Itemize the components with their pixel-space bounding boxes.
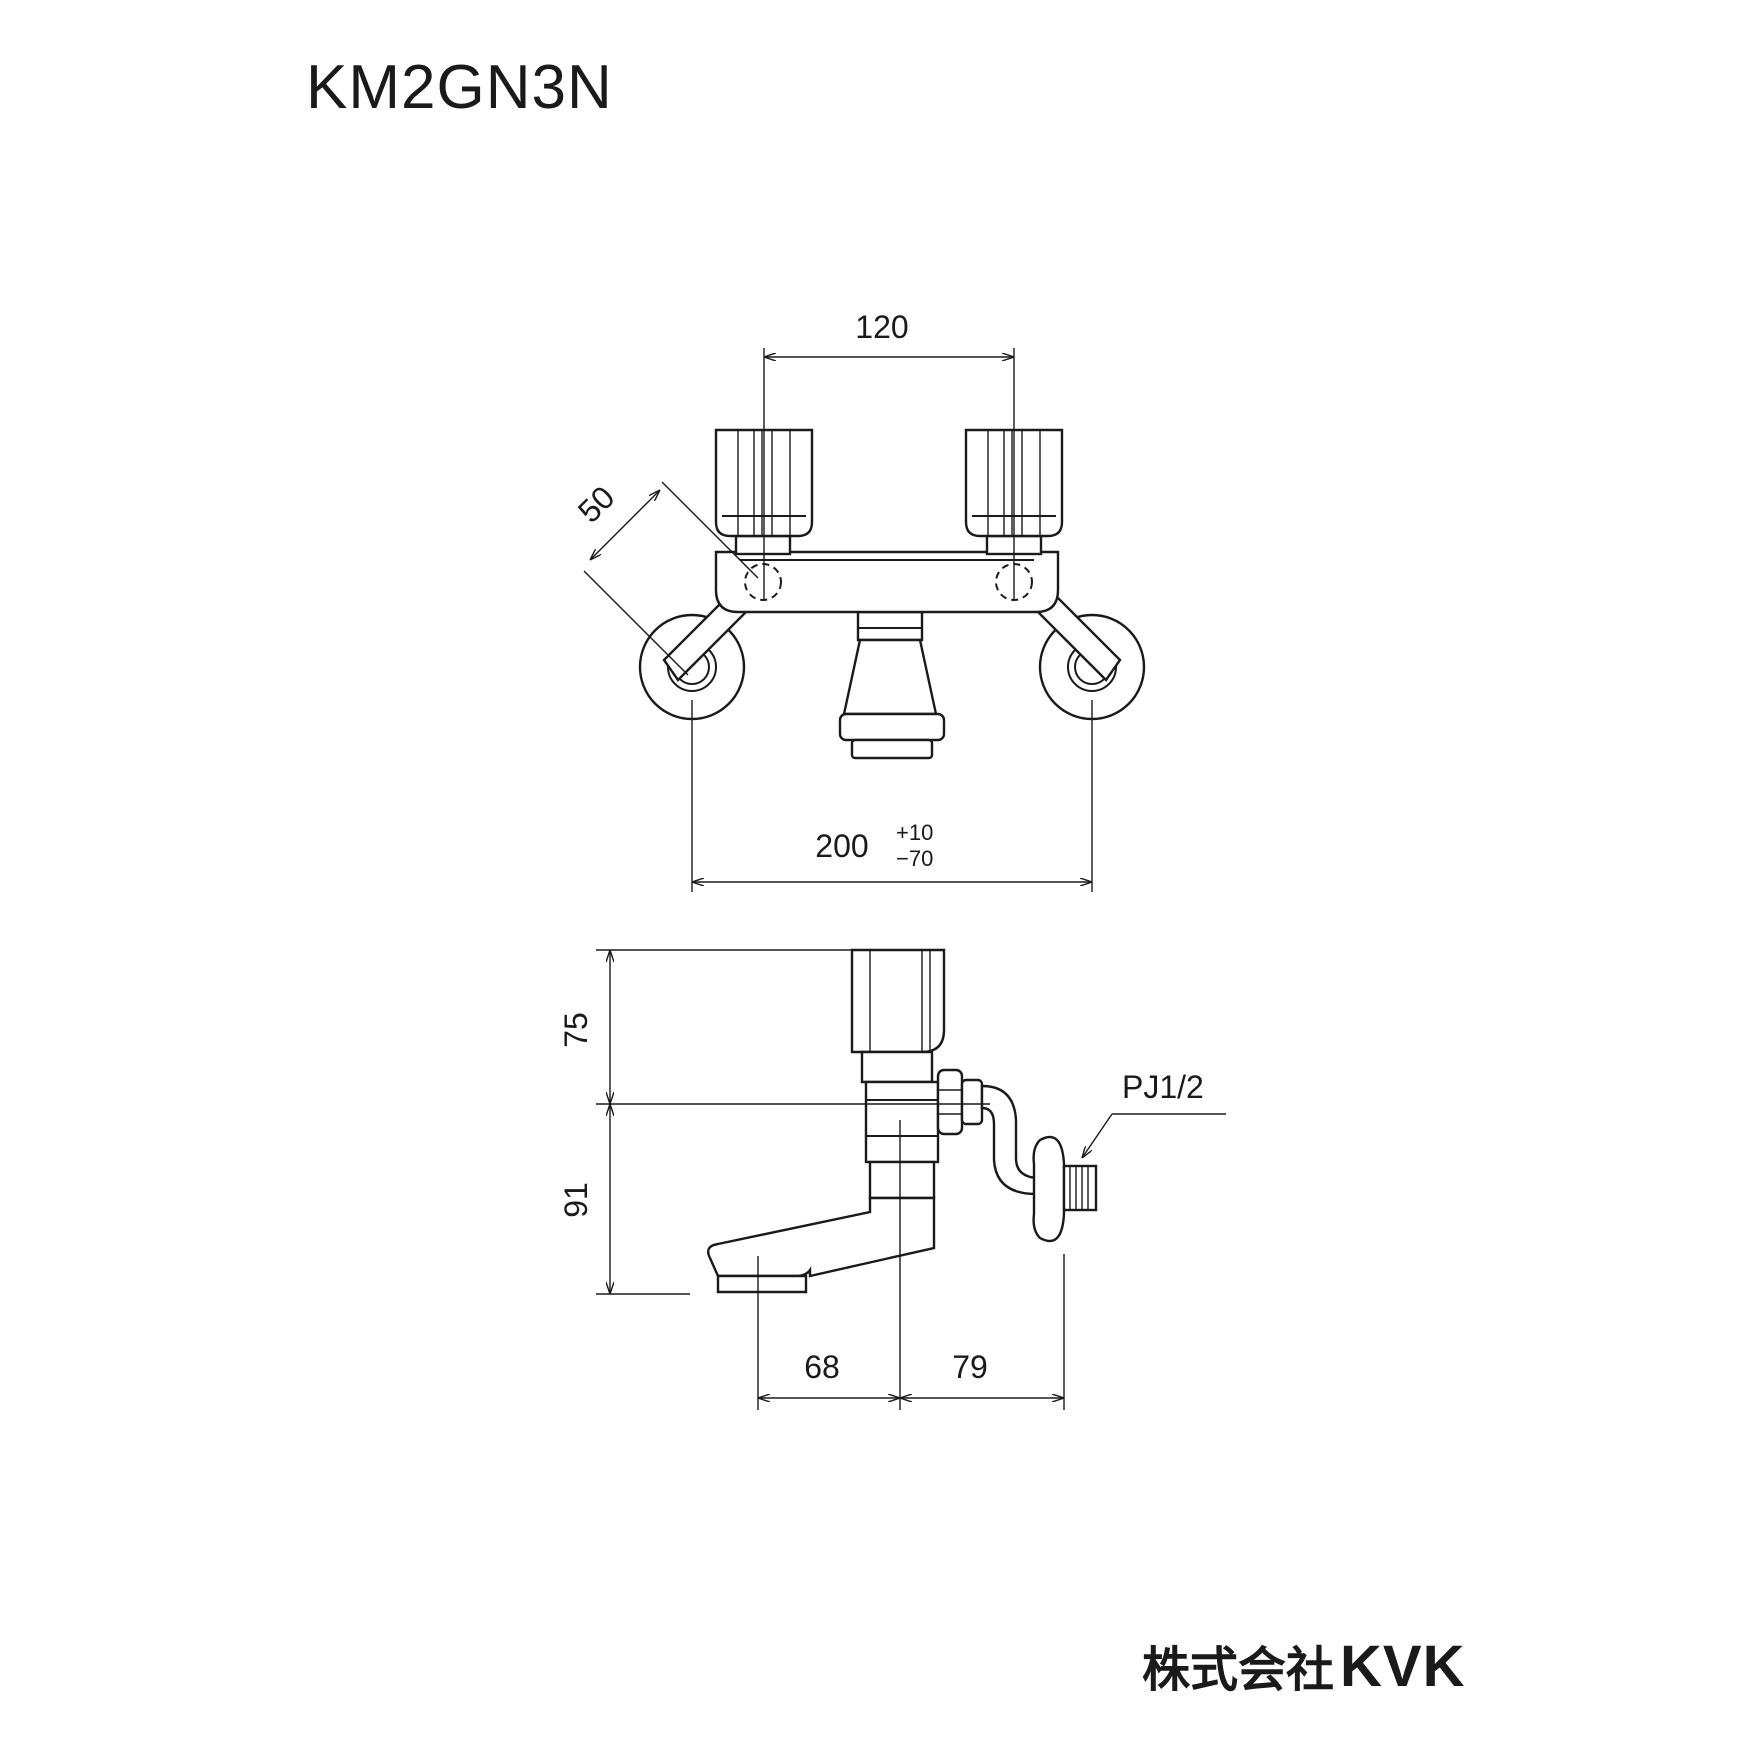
dimension-200: 200 +10 −70 [691, 700, 1093, 892]
side-handle [850, 948, 946, 1084]
dim-120-label: 120 [855, 309, 908, 345]
side-spout-tip [716, 1274, 808, 1294]
dim-79-label: 79 [952, 1349, 988, 1385]
front-spout [838, 610, 946, 760]
model-title: KM2GN3N [306, 53, 613, 122]
dimension-68-79: 68 79 [757, 1120, 1065, 1410]
dimension-75: 75 [558, 950, 610, 1104]
dim-200-tol-plus: +10 [896, 820, 933, 845]
dim-200-label: 200 [815, 828, 868, 864]
side-union-nut [936, 1068, 984, 1136]
company-name-jp: 株式会社 [1142, 1644, 1335, 1697]
dimension-91: 91 [558, 1104, 610, 1294]
side-valve-body [864, 1080, 940, 1200]
dim-200-tol-minus: −70 [896, 846, 933, 871]
dim-75-label: 75 [558, 1012, 594, 1048]
pj-callout: PJ1/2 [1082, 1069, 1226, 1158]
front-view: 120 50 200 +10 −70 [571, 309, 1146, 892]
left-hidden-inlet [744, 563, 782, 601]
dim-68-label: 68 [804, 1349, 840, 1385]
company-name-en: KVK [1340, 1634, 1466, 1699]
side-view: PJ1/2 75 91 68 79 [558, 948, 1226, 1410]
dim-91-label: 91 [558, 1182, 594, 1218]
dimension-120: 120 [763, 309, 1015, 600]
dim-50-label: 50 [571, 479, 622, 530]
front-body [714, 550, 1060, 614]
side-wall-flange [1032, 1135, 1098, 1243]
pj-label: PJ1/2 [1122, 1069, 1204, 1105]
